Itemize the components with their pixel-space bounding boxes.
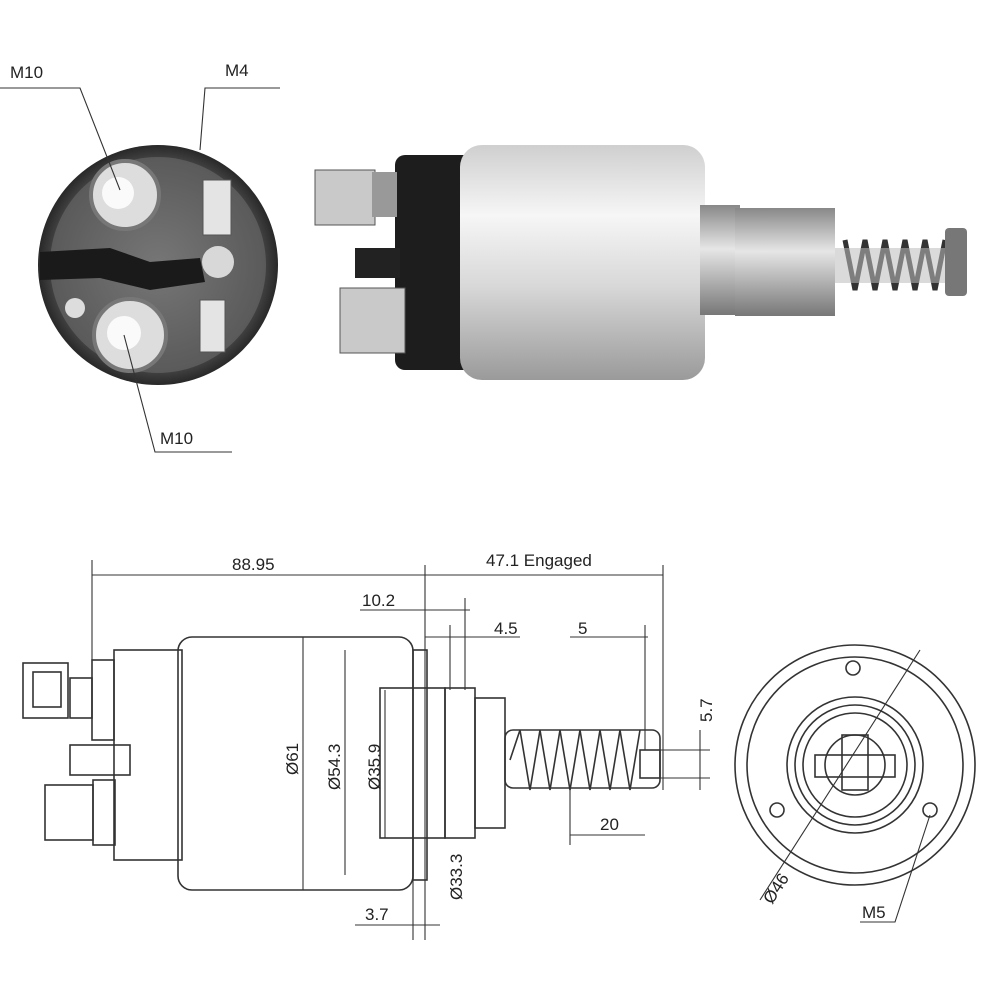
dim-spring-length: 20	[600, 815, 619, 834]
side-view-photo	[314, 145, 967, 380]
dim-mount-thread: M5	[862, 903, 886, 922]
dim-flange-offset: 10.2	[362, 591, 395, 610]
leader-m10-bottom	[123, 334, 232, 453]
side-view-drawing	[22, 636, 661, 891]
dim-tip-length: 5	[578, 619, 587, 638]
leader-m10-top	[0, 87, 121, 191]
label-m4: M4	[225, 61, 249, 80]
dim-bolt-circle: Ø46	[759, 870, 792, 907]
dim-engaged-stroke: 47.1 Engaged	[486, 551, 592, 570]
dim-tip-height: 5.7	[697, 698, 716, 722]
dim-collar-diameter: Ø33.3	[447, 854, 466, 900]
leader-m4	[199, 87, 280, 151]
dim-overall-length: 88.95	[232, 555, 275, 574]
label-m10-top: M10	[10, 63, 43, 82]
dim-inner-diameter-1: Ø54.3	[325, 744, 344, 790]
end-view-drawing	[734, 644, 976, 923]
label-m10-bottom: M10	[160, 429, 193, 448]
dimension-lines	[91, 560, 710, 940]
dim-body-diameter: Ø61	[283, 743, 302, 775]
dim-collar-width: 4.5	[494, 619, 518, 638]
end-view-photo	[38, 145, 278, 385]
dim-inner-diameter-2: Ø35.9	[365, 744, 384, 790]
dim-flange-thickness: 3.7	[365, 905, 389, 924]
